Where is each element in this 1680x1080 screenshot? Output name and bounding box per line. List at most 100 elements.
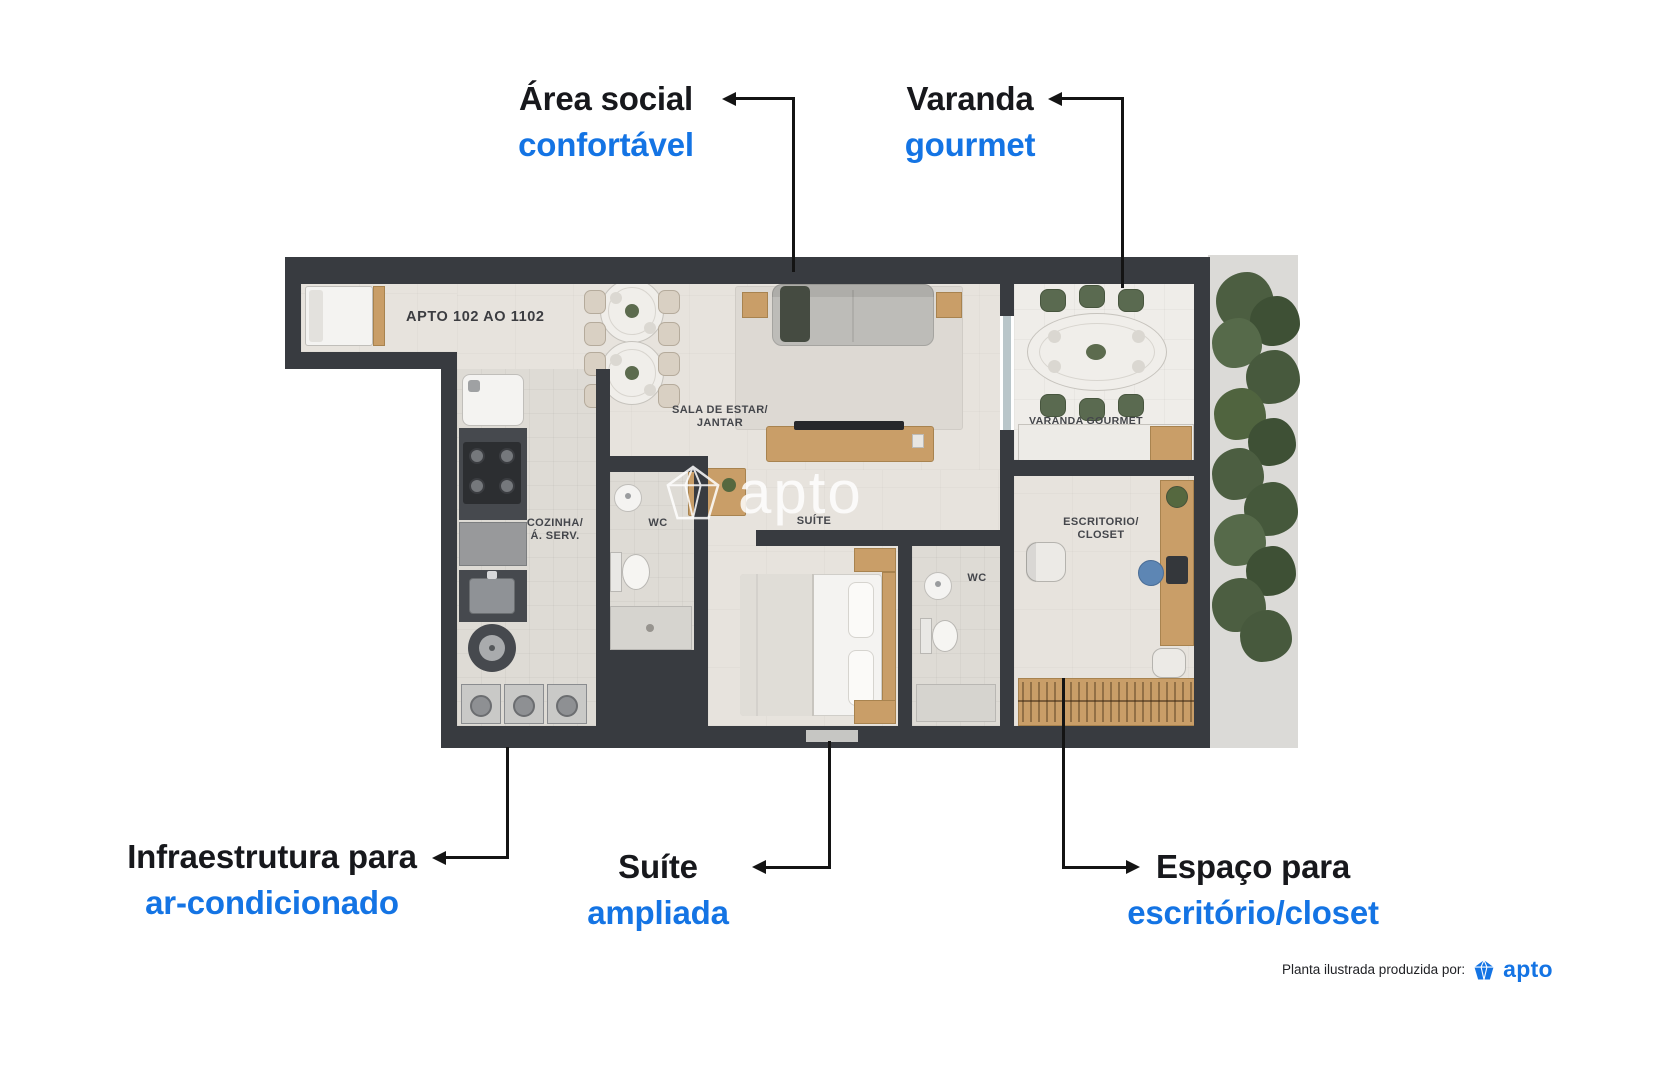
- wall-segment: [441, 726, 613, 748]
- stove-burner: [469, 448, 485, 464]
- plate: [1048, 360, 1061, 373]
- callout-infraestrutura: Infraestrutura para ar-condicionado: [102, 834, 442, 926]
- balcony-chair: [1040, 289, 1066, 312]
- office-chair: [1026, 542, 1066, 582]
- arrow-head-icon: [432, 851, 446, 865]
- callout-area-social-subtitle: confortável: [518, 126, 694, 163]
- callout-infraestrutura-subtitle: ar-condicionado: [145, 884, 399, 921]
- kitchen-fridge-handle: [468, 380, 480, 392]
- dining-table-1-centerpiece: [625, 304, 639, 318]
- plate: [1132, 360, 1145, 373]
- desk-plant: [1166, 486, 1188, 508]
- balcony-chair: [1040, 394, 1066, 417]
- kitchen-label-line1: COZINHA/: [526, 517, 584, 529]
- laptop: [1166, 556, 1188, 584]
- arrow-line: [792, 97, 795, 272]
- suite-room-label: SUÍTE: [796, 515, 832, 527]
- closet-rail: [1018, 700, 1196, 702]
- callout-escritorio-title: Espaço para: [1155, 848, 1351, 885]
- kitchen-label-line2: Á. SERV.: [530, 530, 580, 542]
- suite-bed-duvet: [740, 574, 814, 716]
- wall-segment: [596, 456, 708, 472]
- arrow-line: [506, 747, 509, 859]
- apto-logo-icon: [1474, 959, 1494, 980]
- balcony-chair: [1118, 394, 1144, 417]
- arrow-line: [764, 866, 830, 869]
- dining-table-2-centerpiece: [625, 366, 639, 380]
- suite-headboard: [882, 572, 896, 718]
- living-room-label-line2: JANTAR: [696, 417, 744, 429]
- callout-escritorio-subtitle: escritório/closet: [1127, 894, 1379, 931]
- arrow-line: [1060, 97, 1124, 100]
- callout-area-social-title: Área social: [519, 80, 693, 117]
- suite-nightstand: [854, 548, 896, 572]
- arrow-head-icon: [1048, 92, 1062, 106]
- arrow-line: [444, 856, 508, 859]
- office-closet-label-line1: ESCRITORIO/: [1063, 516, 1139, 528]
- plate: [1132, 330, 1145, 343]
- dining-table-1-ring: [608, 287, 656, 335]
- wall-segment: [898, 530, 1014, 546]
- credit-text: Planta ilustrada produzida por:: [1282, 962, 1466, 977]
- callout-suite: Suíte ampliada: [508, 844, 808, 936]
- wall-segment: [441, 352, 457, 748]
- closet-hangers: [1022, 682, 1192, 722]
- callout-area-social: Área social confortável: [456, 76, 756, 168]
- wc1-shower-drain: [646, 624, 654, 632]
- arrow-line: [1062, 866, 1126, 869]
- wall-segment: [285, 257, 1210, 284]
- arrow-line: [734, 97, 794, 100]
- apto-watermark: apto: [664, 458, 863, 527]
- dining-chair: [658, 290, 680, 314]
- duvet-fold: [756, 574, 758, 716]
- plate: [610, 292, 622, 304]
- gourmet-counter-cabinet: [1150, 426, 1192, 462]
- plate: [644, 322, 656, 334]
- balcony-chair: [1118, 289, 1144, 312]
- living-room-label-line1: SALA DE ESTAR/: [671, 404, 769, 416]
- arrow-line: [1121, 97, 1124, 288]
- kitchen-counter-low: [459, 522, 527, 566]
- closet-rack: [1018, 678, 1196, 726]
- washing-machine-door: [513, 695, 535, 717]
- wc1-toilet-bowl: [622, 554, 650, 590]
- arrow-line: [828, 741, 831, 869]
- tv-console: [766, 426, 934, 462]
- stove-burner: [499, 478, 515, 494]
- wc2-label: WC: [967, 572, 987, 584]
- arrow-head-icon: [752, 860, 766, 874]
- stove-burner: [469, 478, 485, 494]
- wc2-toilet-tank: [920, 618, 932, 654]
- suite-window: [806, 730, 858, 742]
- wall-segment: [285, 257, 301, 369]
- bar-cabinet-plant: [722, 478, 736, 492]
- sofa-throw-blanket: [780, 286, 810, 342]
- plate: [644, 384, 656, 396]
- washing-machine-door: [470, 695, 492, 717]
- kitchen-label: COZINHA/ Á. SERV.: [516, 517, 594, 543]
- dining-chair: [584, 290, 606, 314]
- callout-escritorio: Espaço para escritório/closet: [1098, 844, 1408, 936]
- wall-segment: [1000, 284, 1014, 316]
- balcony-chair: [1079, 285, 1105, 308]
- office-closet-label: ESCRITORIO/ CLOSET: [1038, 516, 1164, 542]
- callout-varanda-title: Varanda: [906, 80, 1034, 117]
- tv: [794, 421, 904, 430]
- callout-varanda-subtitle: gourmet: [904, 126, 1036, 163]
- arrow-head-icon: [1126, 860, 1140, 874]
- plate: [1048, 330, 1061, 343]
- sofa-cushion-divider: [852, 290, 854, 342]
- wall-segment: [1194, 476, 1210, 748]
- apto-watermark-text: apto: [738, 459, 863, 526]
- suite-pillow: [848, 650, 874, 706]
- wc2-shower: [916, 684, 996, 722]
- dining-chair: [658, 352, 680, 376]
- office-closet-label-line2: CLOSET: [1077, 529, 1125, 541]
- arrow-line: [1062, 678, 1065, 869]
- side-table-left: [742, 292, 768, 318]
- dining-chair: [584, 322, 606, 346]
- callout-infraestrutura-title: Infraestrutura para: [127, 838, 417, 875]
- arrow-head-icon: [722, 92, 736, 106]
